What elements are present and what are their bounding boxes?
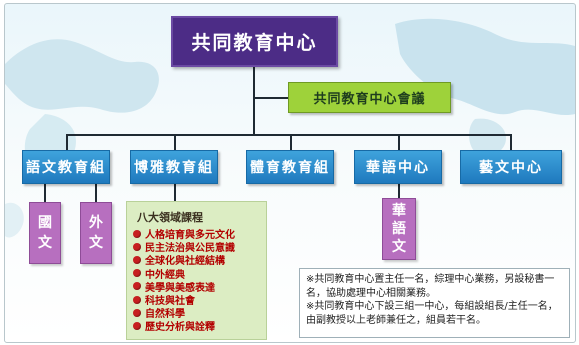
course-domain-label: 民主法治與公民意識	[145, 243, 235, 255]
unit-label: 語文教育組	[26, 160, 106, 176]
unit-drop-line-3	[290, 134, 292, 150]
course-domain-item: 民主法治與公民意識	[133, 240, 260, 255]
bullet-icon	[133, 229, 141, 238]
subunit-char: 文	[89, 235, 103, 251]
title-to-council-line	[253, 67, 255, 135]
course-domain-item: 全球化與社經結構	[133, 253, 260, 268]
unit-label: 博雅教育組	[134, 160, 214, 176]
language-sub-drop-1	[44, 184, 46, 202]
council-box: 共同教育中心會議	[288, 82, 451, 113]
center-title: 共同教育中心	[191, 32, 318, 54]
bullet-icon	[133, 321, 141, 330]
subunit-char: 文	[38, 235, 52, 251]
units-bus-line	[66, 134, 512, 136]
unit-arts-center: 藝文中心	[460, 150, 562, 184]
course-domain-label: 自然科學	[145, 309, 185, 321]
org-chart-frame: 共同教育中心 共同教育中心會議 語文教育組 博雅教育組 體育教育組 華語中心 藝…	[4, 3, 576, 343]
bullet-icon	[133, 308, 141, 317]
course-domain-label: 人格培育與多元文化	[145, 230, 235, 242]
note-text: ※共同教育中心下設三組一中心，每組設組長/主任一名，由副教授以上老師兼任之，組員…	[306, 301, 558, 326]
center-title-box: 共同教育中心	[171, 16, 338, 67]
course-domain-item: 科技與社會	[133, 293, 260, 308]
subunit-char: 語	[392, 221, 406, 237]
unit-drop-line-4	[398, 134, 400, 150]
unit-drop-line-5	[510, 134, 512, 150]
general-education-panel: 八大領域課程 人格培育與多元文化 民主法治與公民意識 全球化與社經結構 中外經典…	[126, 201, 267, 340]
unit-drop-line-1	[66, 134, 68, 150]
course-domain-label: 全球化與社經結構	[145, 256, 225, 268]
subunit-foreign-languages: 外 文	[80, 202, 112, 264]
course-domain-item: 人格培育與多元文化	[133, 227, 260, 242]
language-sub-drop-2	[95, 184, 97, 202]
course-domain-label: 中外經典	[145, 269, 185, 281]
course-domain-label: 歷史分析與詮釋	[145, 322, 215, 334]
notes-box: ※共同教育中心置主任一名，綜理中心業務，另設秘書一名，協助處理中心相關業務。 ※…	[299, 268, 570, 338]
course-domain-item: 中外經典	[133, 267, 260, 281]
bullet-icon	[133, 295, 141, 304]
subunit-char: 國	[38, 215, 52, 231]
bullet-icon	[133, 282, 141, 291]
unit-label: 華語中心	[366, 160, 430, 176]
unit-drop-line-2	[174, 134, 176, 150]
bullet-icon	[133, 242, 141, 251]
note-text: ※共同教育中心置主任一名，綜理中心業務，另設秘書一名，協助處理中心相關業務。	[306, 274, 555, 299]
course-domain-label: 科技與社會	[145, 296, 195, 308]
unit-language-education: 語文教育組	[22, 150, 110, 184]
general-panel-drop	[174, 184, 176, 201]
unit-physical-education: 體育教育組	[246, 150, 334, 184]
unit-chinese-language-center: 華語中心	[354, 150, 442, 184]
bullet-icon	[133, 269, 141, 278]
course-domain-item: 歷史分析與詮釋	[133, 319, 260, 334]
subunit-char: 外	[89, 215, 103, 231]
chinese-center-sub-drop	[398, 184, 400, 198]
subunit-char: 文	[392, 239, 406, 255]
subunit-chinese-language: 華 語 文	[382, 198, 416, 260]
unit-liberal-arts: 博雅教育組	[130, 150, 218, 184]
council-connector-line	[253, 97, 288, 99]
subunit-chinese-literature: 國 文	[29, 202, 61, 264]
bullet-icon	[133, 255, 141, 264]
course-domain-item: 美學與美感表達	[133, 280, 260, 294]
subunit-char: 華	[392, 203, 406, 219]
unit-label: 藝文中心	[479, 160, 543, 176]
course-domain-label: 美學與美感表達	[145, 282, 215, 294]
unit-label: 體育教育組	[250, 160, 330, 176]
course-domain-item: 自然科學	[133, 306, 260, 321]
general-education-heading: 八大領域課程	[137, 211, 203, 224]
council-label: 共同教育中心會議	[313, 92, 426, 107]
